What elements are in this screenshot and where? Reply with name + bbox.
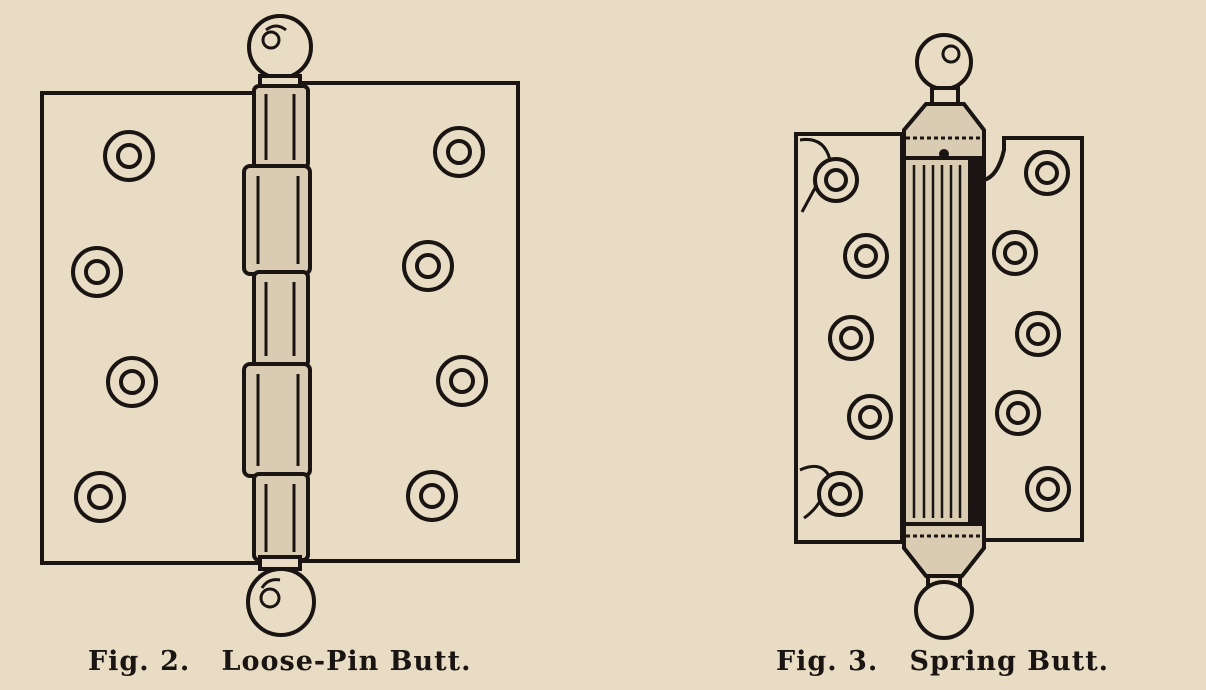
- spring-cap-bottom: [902, 522, 986, 578]
- screw-hole: [71, 246, 123, 298]
- screw-hole: [847, 394, 893, 440]
- bottom-finial: [902, 522, 986, 640]
- figure-title: Loose-Pin Butt.: [221, 646, 472, 677]
- screw-hole: [436, 355, 488, 407]
- screw-hole: [1015, 311, 1061, 357]
- screw-hole: [433, 126, 485, 178]
- figure-caption-fig3: Fig. 3. Spring Butt.: [776, 646, 1109, 677]
- screw-hole: [995, 390, 1041, 436]
- screw-hole: [843, 233, 889, 279]
- figure-caption-fig2: Fig. 2. Loose-Pin Butt.: [88, 646, 471, 677]
- screw-hole: [828, 315, 874, 361]
- top-finial: [247, 14, 313, 90]
- screw-hole: [106, 356, 158, 408]
- screw-hole: [402, 240, 454, 292]
- top-finial: [902, 33, 986, 160]
- knuckle-shading: [256, 94, 300, 552]
- screw-hole: [74, 471, 126, 523]
- screw-hole: [813, 157, 859, 203]
- spring-butt-hinge: [794, 33, 1084, 640]
- hinge-knuckles: [242, 84, 312, 562]
- screw-hole: [103, 130, 155, 182]
- screw-hole: [406, 470, 458, 522]
- figure-title: Spring Butt.: [909, 646, 1110, 677]
- figure-number: Fig. 3.: [776, 646, 879, 677]
- spring-barrel: [902, 156, 986, 526]
- screw-hole: [1025, 466, 1071, 512]
- screw-hole: [992, 230, 1038, 276]
- screw-holes: [71, 126, 488, 523]
- figure-number: Fig. 2.: [88, 646, 191, 677]
- loose-pin-butt-hinge: [40, 14, 520, 637]
- screw-holes: [813, 150, 1071, 517]
- bottom-finial: [246, 555, 316, 637]
- screw-hole: [1024, 150, 1070, 196]
- screw-hole: [817, 471, 863, 517]
